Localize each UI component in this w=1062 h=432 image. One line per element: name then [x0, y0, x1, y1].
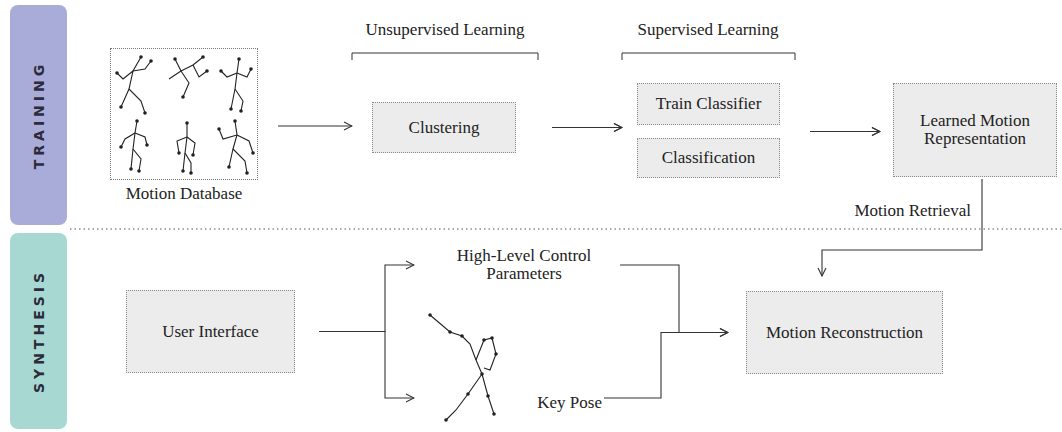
process-box: Motion Reconstruction	[746, 291, 943, 374]
stick-joint	[490, 336, 494, 340]
stick-limb	[235, 89, 243, 111]
node-text: Key Pose	[537, 394, 602, 412]
motion-figures	[111, 49, 259, 181]
output-box: Learned Motion Representation	[893, 83, 1057, 177]
stick-joint	[201, 55, 205, 59]
parameter-node: High-Level Control Parameters	[420, 240, 628, 290]
stick-joint	[139, 55, 143, 59]
node-text: User Interface	[162, 323, 259, 341]
stage-label: Unsupervised Learning	[365, 20, 524, 40]
stage-label: Supervised Learning	[637, 20, 778, 40]
node-text: High-Level Control Parameters	[420, 247, 628, 283]
node-text: Clustering	[409, 119, 480, 137]
stick-limb	[177, 137, 187, 153]
process-box: Clustering	[372, 102, 516, 153]
stick-limb	[237, 135, 253, 153]
node-text: Learned Motion Representation	[902, 112, 1048, 148]
stick-joint	[444, 418, 448, 422]
stick-joint	[129, 167, 133, 171]
stick-limb	[129, 89, 145, 113]
section-band: SYNTHESIS	[10, 233, 67, 429]
node-text: SYNTHESIS	[31, 269, 46, 393]
stick-joint	[233, 119, 237, 123]
stick-limb	[446, 360, 482, 420]
key-pose-node: Key Pose	[420, 310, 610, 426]
connector	[278, 125, 352, 126]
process-box: User Interface	[126, 290, 295, 373]
bracket	[352, 53, 538, 60]
stick-limb	[476, 338, 496, 370]
stick-limb	[229, 121, 237, 167]
stick-limb	[121, 57, 141, 107]
stick-joint	[227, 165, 231, 169]
stick-joint	[119, 105, 123, 109]
stick-joint	[486, 394, 490, 398]
node-text: Motion Reconstruction	[766, 324, 923, 342]
node-text: Motion Database	[126, 185, 243, 203]
connector	[319, 265, 414, 332]
stick-limb	[181, 71, 189, 97]
connector	[810, 131, 880, 132]
stick-limb	[185, 153, 191, 173]
stick-limb	[135, 133, 147, 145]
stick-joint	[492, 412, 496, 416]
stick-limb	[193, 65, 207, 77]
stick-limb	[133, 61, 151, 71]
stick-limb	[221, 71, 237, 77]
stick-limb	[237, 69, 251, 77]
section-divider	[70, 228, 1062, 229]
stick-joint	[181, 169, 185, 173]
stick-limb	[430, 315, 476, 360]
bracket	[622, 53, 795, 60]
connector	[319, 332, 414, 399]
stick-joint	[482, 338, 486, 342]
stick-joint	[494, 352, 498, 356]
stick-limb	[219, 129, 237, 139]
connector	[552, 127, 622, 128]
stick-joint	[466, 392, 470, 396]
stick-limb	[131, 121, 137, 169]
stick-limb	[117, 71, 133, 79]
connector	[810, 131, 880, 132]
connector	[552, 127, 622, 128]
section-band: TRAINING	[10, 5, 67, 225]
stick-joint	[460, 334, 464, 338]
stick-joint	[448, 330, 452, 334]
stick-joint	[185, 121, 189, 125]
process-box: Classification	[637, 138, 780, 178]
stick-limb	[133, 149, 141, 171]
key-pose-figure	[420, 310, 540, 426]
database-box: Motion Database	[110, 48, 258, 180]
stick-limb	[175, 59, 181, 71]
edge-label: Motion Retrieval	[852, 201, 973, 221]
process-box: Train Classifier	[637, 83, 780, 125]
stick-limb	[233, 149, 247, 173]
stick-joint	[428, 313, 432, 317]
stick-limb	[183, 123, 187, 171]
stick-joint	[237, 57, 241, 61]
connector	[822, 179, 982, 276]
node-text: Classification	[662, 149, 755, 167]
stick-joint	[135, 119, 139, 123]
stick-joint	[229, 107, 233, 111]
stick-limb	[482, 374, 494, 414]
stick-limb	[187, 137, 195, 155]
connector	[604, 333, 728, 399]
node-text: Train Classifier	[656, 95, 762, 113]
node-text: TRAINING	[31, 61, 46, 170]
stick-limb	[231, 59, 239, 109]
connector	[620, 265, 728, 333]
stick-limb	[121, 133, 135, 147]
